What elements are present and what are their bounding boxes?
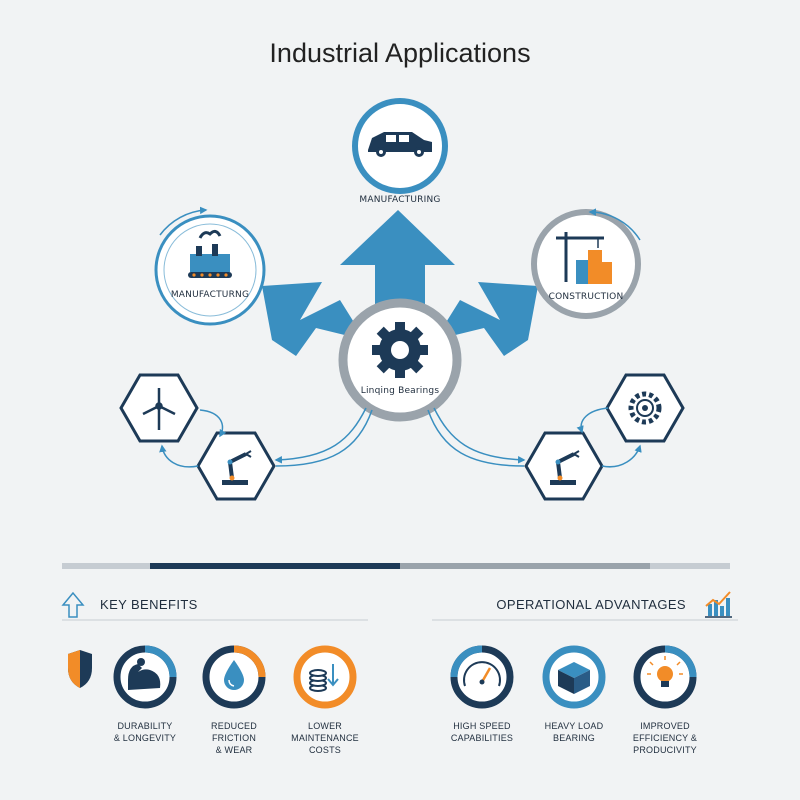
advantage-speed xyxy=(450,645,514,709)
advantage-load xyxy=(542,645,606,709)
muscle-arm-icon xyxy=(128,658,161,690)
key-benefits-title: KEY BENEFITS xyxy=(100,597,198,612)
crane-city-icon xyxy=(556,232,612,284)
benefit-maintenance xyxy=(293,645,357,709)
oil-drop-icon xyxy=(224,660,244,690)
node-left-label: MANUFACTURNG xyxy=(170,290,250,300)
up-arrow-icon xyxy=(61,591,85,618)
box-icon xyxy=(558,662,590,694)
page-title: Industrial Applications xyxy=(269,38,531,68)
arrow-right xyxy=(435,282,538,356)
hub-label: Linqing Bearings xyxy=(360,386,440,396)
robot-arm-icon xyxy=(222,450,252,485)
node-top xyxy=(352,98,448,194)
coins-icon xyxy=(309,664,339,692)
advantage-label: HIGH SPEED CAPABILITIES xyxy=(450,721,514,743)
operational-advantages-title: OPERATIONAL ADVANTAGES xyxy=(496,597,686,612)
gear-bearing-icon xyxy=(628,391,662,425)
node-left xyxy=(154,206,266,326)
advantage-label: HEAVY LOAD BEARING xyxy=(544,721,604,743)
connectors xyxy=(159,407,642,468)
advantage-label: IMPROVED EFFICIENCY & PRODUCIVITY xyxy=(632,721,698,755)
benefit-label: REDUCED FRICTION & WEAR xyxy=(211,721,257,755)
lightbulb-icon xyxy=(647,656,683,687)
big-arrows xyxy=(262,210,538,356)
car-icon xyxy=(368,132,432,157)
robot-arm-icon xyxy=(550,450,580,485)
trend-chart-icon xyxy=(705,591,732,618)
advantage-efficiency xyxy=(633,645,697,709)
hex-robot-right xyxy=(524,431,604,501)
arrow-up xyxy=(340,210,455,330)
factory-icon xyxy=(188,229,232,278)
arrow-left xyxy=(262,282,365,356)
speedometer-icon xyxy=(463,661,501,687)
hex-gear xyxy=(605,373,685,443)
node-right-label: CONSTRUCTION xyxy=(548,292,624,302)
hub xyxy=(338,298,462,422)
shield-icon xyxy=(68,650,92,688)
wind-turbine-icon xyxy=(142,388,176,430)
benefit-label: LOWER MAINTENANCE COSTS xyxy=(291,721,359,755)
hex-wind xyxy=(119,373,199,443)
hex-robot-left xyxy=(196,431,276,501)
benefit-label: DURABILITY & LONGEVITY xyxy=(113,721,177,743)
benefit-durability xyxy=(113,645,177,709)
divider-bar xyxy=(62,563,730,569)
node-top-label: MANUFACTURING xyxy=(359,195,441,205)
benefit-friction xyxy=(202,645,266,709)
gear-icon xyxy=(372,322,428,378)
node-right xyxy=(531,208,641,319)
